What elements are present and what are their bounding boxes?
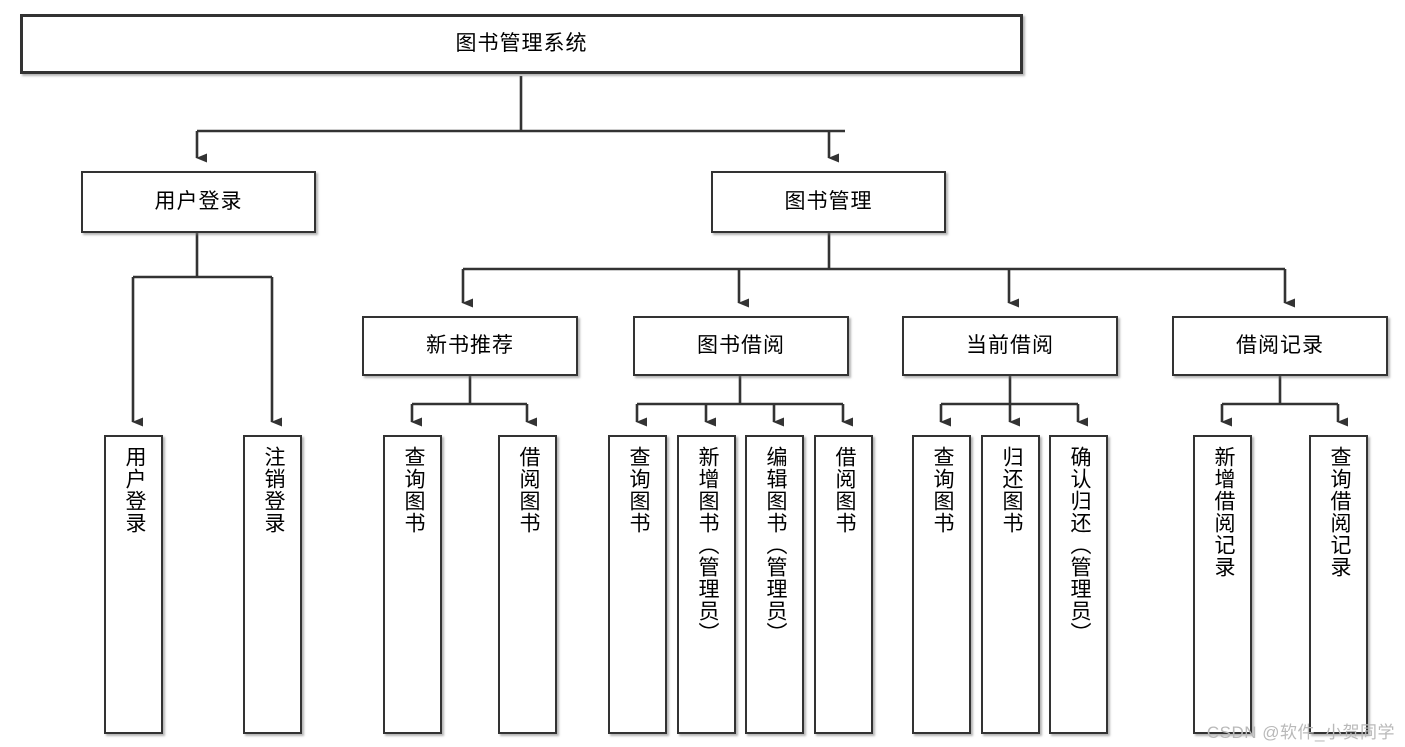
node-label: 新增借阅记录 [1211,446,1235,578]
node-leaf-query-book-borrow[interactable]: 查询图书 [608,435,667,734]
node-leaf-edit-book-admin[interactable]: 编辑图书（管理员） [745,435,804,734]
node-leaf-borrow-book[interactable]: 借阅图书 [814,435,873,734]
node-label: 当前借阅 [966,333,1054,357]
node-label: 查询图书 [401,446,425,534]
node-leaf-query-borrow-record[interactable]: 查询借阅记录 [1309,435,1368,734]
node-label: 确认归还（管理员） [1067,446,1091,644]
node-label: 用户登录 [122,446,146,534]
node-label: 编辑图书（管理员） [763,446,787,644]
node-label: 图书管理系统 [455,31,588,55]
node-label: 注销登录 [261,446,285,534]
node-leaf-logout[interactable]: 注销登录 [243,435,302,734]
node-leaf-borrow-book-recommend[interactable]: 借阅图书 [498,435,557,734]
node-current-borrow[interactable]: 当前借阅 [902,316,1118,376]
node-book-borrow[interactable]: 图书借阅 [633,316,849,376]
node-borrow-record[interactable]: 借阅记录 [1172,316,1388,376]
node-label: 用户登录 [154,189,243,213]
node-label: 新增图书（管理员） [695,446,719,644]
node-book-management[interactable]: 图书管理 [711,171,946,233]
node-leaf-add-borrow-record[interactable]: 新增借阅记录 [1193,435,1252,734]
node-leaf-user-login[interactable]: 用户登录 [104,435,163,734]
node-label: 图书借阅 [697,333,785,357]
node-leaf-return-book[interactable]: 归还图书 [981,435,1040,734]
node-leaf-add-book-admin[interactable]: 新增图书（管理员） [677,435,736,734]
node-leaf-confirm-return-admin[interactable]: 确认归还（管理员） [1049,435,1108,734]
node-label: 查询图书 [626,446,650,534]
node-root-book-management-system[interactable]: 图书管理系统 [20,14,1023,74]
node-user-login[interactable]: 用户登录 [81,171,316,233]
node-leaf-query-book-recommend[interactable]: 查询图书 [383,435,442,734]
node-label: 查询图书 [930,446,954,534]
node-new-book-recommend[interactable]: 新书推荐 [362,316,578,376]
node-label: 借阅记录 [1236,333,1324,357]
node-label: 借阅图书 [516,446,540,534]
node-label: 图书管理 [784,189,873,213]
node-label: 查询借阅记录 [1327,446,1351,578]
node-label: 新书推荐 [426,333,514,357]
node-label: 借阅图书 [832,446,856,534]
node-leaf-query-book-current[interactable]: 查询图书 [912,435,971,734]
node-label: 归还图书 [999,446,1023,534]
